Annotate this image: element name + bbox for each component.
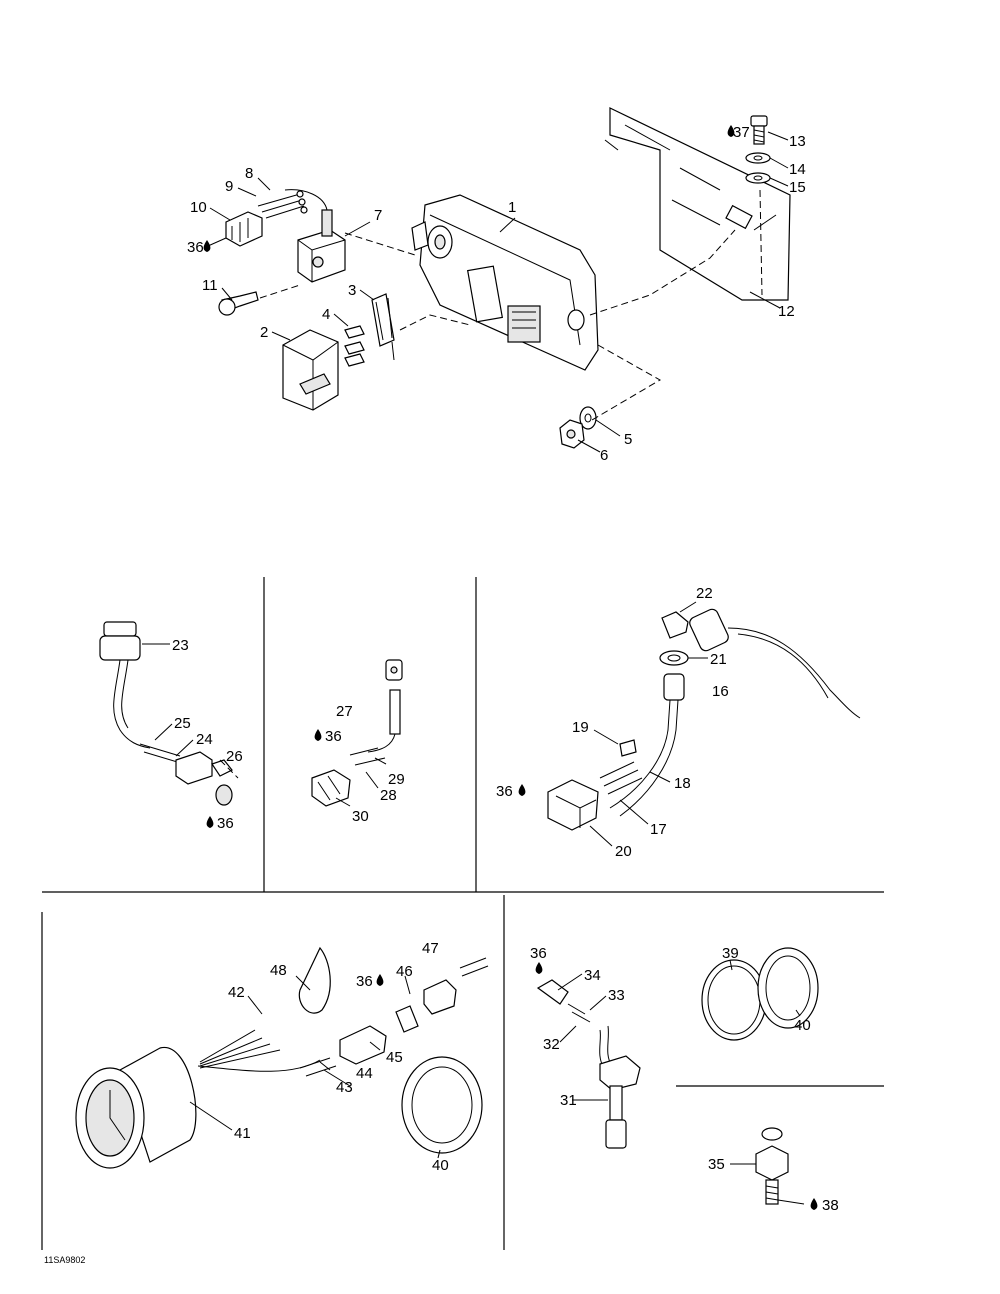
callout-21: 21 [710,651,727,668]
tether-cord-assembly [547,601,861,847]
callout-15: 15 [789,179,806,196]
callout-3: 3 [348,282,356,299]
callout-23: 23 [172,637,189,654]
callout-17: 17 [650,821,667,838]
callout-41: 41 [234,1125,251,1142]
terminals [344,293,395,367]
callout-36-f: 36 [530,945,547,962]
callout-42: 42 [228,984,245,1001]
callout-36-a: 36 [187,239,204,256]
callout-7: 7 [374,207,382,224]
gauge-bezel-kit [701,947,819,1041]
oil-drop-icon [518,784,526,796]
callout-40-a: 40 [794,1017,811,1034]
callout-30: 30 [352,808,369,825]
callout-1: 1 [508,199,516,216]
callout-40-b: 40 [432,1157,449,1174]
callout-46: 46 [396,963,413,980]
assembly-lines [259,189,763,421]
callout-38: 38 [822,1197,839,1214]
connector-housing [225,190,308,247]
callout-29: 29 [388,771,405,788]
callout-35: 35 [708,1156,725,1173]
oil-drop-icon [203,240,211,252]
oil-drop-icon [314,729,322,741]
oil-drop-icon [206,816,214,828]
callout-9: 9 [225,178,233,195]
callout-8: 8 [245,165,253,182]
oil-drop-icon [727,125,735,137]
callout-18: 18 [674,775,691,792]
callout-32: 32 [543,1036,560,1053]
mounting-bracket [604,107,791,301]
callout-31: 31 [560,1092,577,1109]
callout-24: 24 [196,731,213,748]
callout-39: 39 [722,945,739,962]
rectifier [282,329,339,411]
callout-12: 12 [778,303,795,320]
callout-43: 43 [336,1079,353,1096]
callout-11: 11 [202,277,218,294]
callout-14: 14 [789,161,806,178]
callout-6: 6 [600,447,608,464]
washer-and-nut [559,406,597,449]
callout-labels: 1 2 3 4 5 6 7 8 9 10 11 12 13 14 15 16 1… [172,124,839,1214]
callout-37: 37 [733,124,750,141]
drawing-code: 11SA9802 [44,1255,85,1265]
callout-20: 20 [615,843,632,860]
callout-28: 28 [380,787,397,804]
oil-drop-icons [203,125,818,1210]
callout-10: 10 [190,199,207,216]
callout-36-b: 36 [217,815,234,832]
bolt [218,291,259,316]
callout-4: 4 [322,306,330,323]
callout-5: 5 [624,431,632,448]
callout-36-d: 36 [496,783,513,800]
oil-pressure-switch [730,1127,805,1205]
control-module [411,194,599,371]
callout-13: 13 [789,133,806,150]
callout-44: 44 [356,1065,373,1082]
callout-22: 22 [696,585,713,602]
callout-16: 16 [712,683,729,700]
callout-2: 2 [260,324,268,341]
callout-47: 47 [422,940,439,957]
callout-19: 19 [572,719,589,736]
callout-25: 25 [174,715,191,732]
callout-34: 34 [584,967,601,984]
leader-lines-top [207,131,789,453]
callout-33: 33 [608,987,625,1004]
bolt-and-washers [745,115,771,184]
gauge-sender-assembly [99,621,239,806]
oil-drop-icon [810,1198,818,1210]
oil-drop-icon [535,962,543,974]
callout-36-e: 36 [356,973,373,990]
temperature-sender [536,973,641,1149]
callout-45: 45 [386,1049,403,1066]
ignition-coil [284,189,346,283]
gauge-assembly [75,946,489,1169]
section-frames [41,577,884,1250]
oil-drop-icon [376,974,384,986]
connector-kit [311,659,403,807]
callout-26: 26 [226,748,243,765]
callout-48: 48 [270,962,287,979]
callout-36-c: 36 [325,728,342,745]
callout-27: 27 [336,703,353,720]
